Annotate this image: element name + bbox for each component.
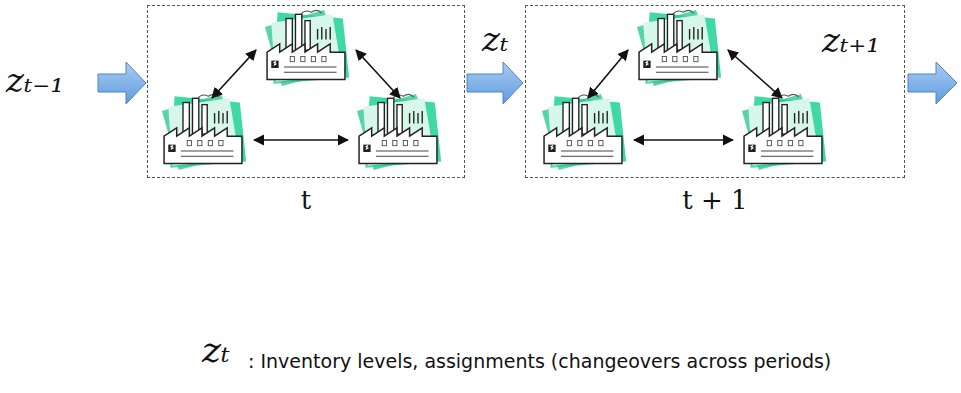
state-label: zₜ [480, 21, 510, 58]
state-label: zₜ₊₁ [820, 22, 882, 59]
caption-symbol: zₜ [200, 330, 232, 370]
period-label: t [148, 185, 464, 215]
period-label: t + 1 [526, 185, 904, 215]
caption-text: : Inventory levels, assignments (changeo… [248, 350, 831, 372]
state-arrow [467, 62, 523, 104]
period-box: t [147, 5, 465, 178]
state-label: zₜ₋₁ [4, 62, 66, 99]
